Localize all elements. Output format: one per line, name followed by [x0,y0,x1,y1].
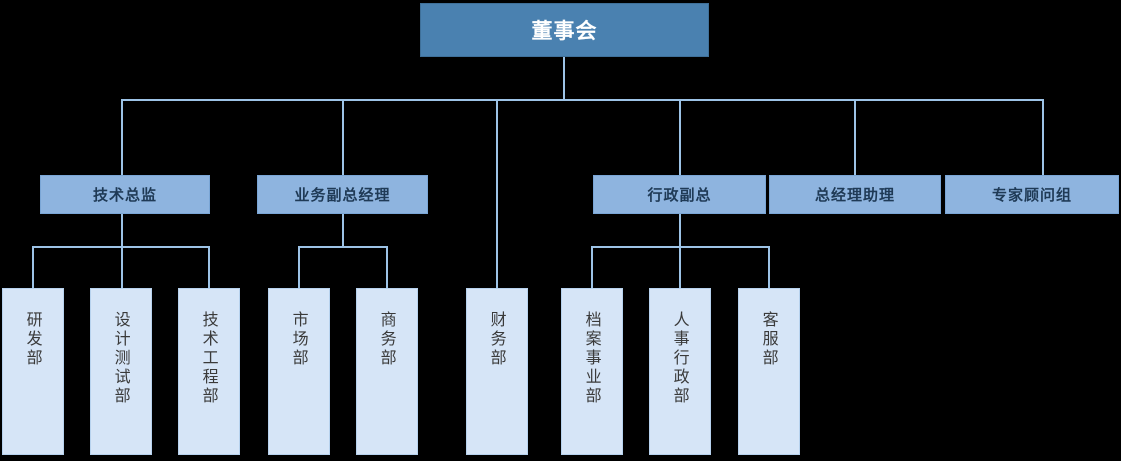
node-archives-business-dept[interactable]: 档案事业部 [561,288,623,455]
connector-drop-expert [1042,99,1044,175]
connector-admin-child-1 [591,246,593,288]
node-archives-business-dept-label: 档案事业部 [582,311,602,406]
connector-business-stem [342,214,344,248]
node-design-test-dept[interactable]: 设计测试部 [90,288,152,455]
node-tech-engineering-dept[interactable]: 技术工程部 [178,288,240,455]
node-commerce-dept-label: 商务部 [377,311,397,368]
connector-drop-business [342,99,344,175]
node-customer-service-dept-label: 客服部 [759,311,779,368]
node-hr-admin-dept-label: 人事行政部 [670,311,690,406]
node-expert-advisory-group[interactable]: 专家顾问组 [945,175,1119,214]
connector-drop-assistant [854,99,856,175]
node-rnd-dept[interactable]: 研发部 [2,288,64,455]
connector-drop-tech [121,99,123,175]
node-admin-vp[interactable]: 行政副总 [593,175,766,214]
connector-top-bus [121,99,1044,101]
connector-admin-stem [679,214,681,248]
node-marketing-dept[interactable]: 市场部 [268,288,330,455]
connector-tech-child-2 [121,246,123,288]
node-marketing-dept-label: 市场部 [289,311,309,368]
node-finance-dept-label: 财务部 [487,311,507,368]
node-technical-director[interactable]: 技术总监 [40,175,210,214]
connector-business-child-2 [386,246,388,288]
node-finance-dept[interactable]: 财务部 [466,288,528,455]
node-tech-engineering-dept-label: 技术工程部 [199,311,219,406]
connector-business-child-1 [298,246,300,288]
node-rnd-dept-label: 研发部 [23,311,43,368]
connector-drop-finance [496,99,498,288]
connector-admin-child-2 [679,246,681,288]
node-hr-admin-dept[interactable]: 人事行政部 [649,288,711,455]
connector-admin-child-3 [768,246,770,288]
connector-business-bus [298,246,388,248]
node-customer-service-dept[interactable]: 客服部 [738,288,800,455]
connector-tech-stem [121,214,123,248]
connector-tech-child-3 [208,246,210,288]
node-business-vp[interactable]: 业务副总经理 [257,175,428,214]
connector-root-stem [563,57,565,101]
node-board-of-directors[interactable]: 董事会 [420,3,709,57]
node-design-test-dept-label: 设计测试部 [111,311,131,406]
connector-tech-child-1 [32,246,34,288]
connector-drop-admin [679,99,681,175]
node-gm-assistant[interactable]: 总经理助理 [769,175,941,214]
node-commerce-dept[interactable]: 商务部 [356,288,418,455]
